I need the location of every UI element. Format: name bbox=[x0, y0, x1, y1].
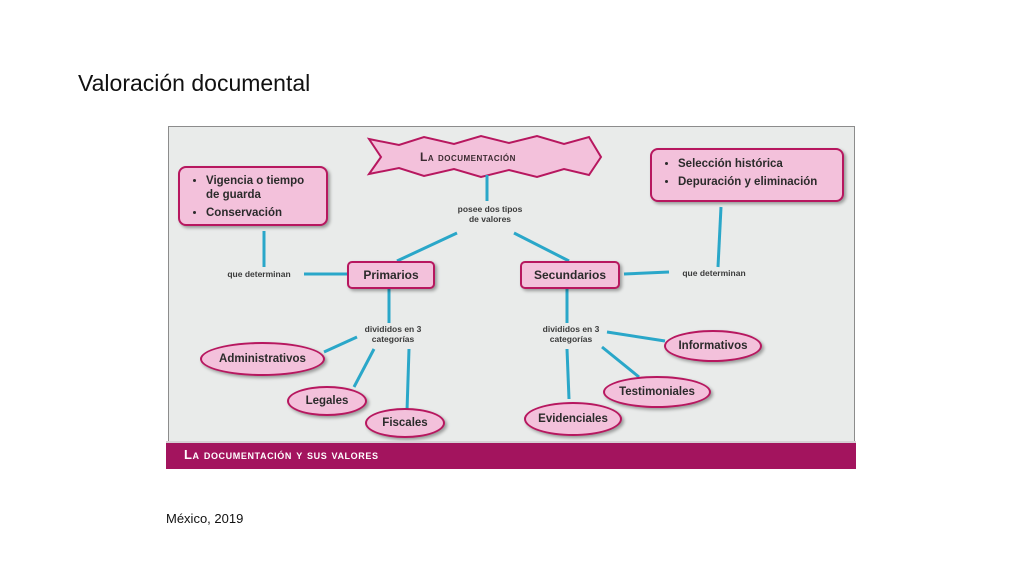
root-node-label: La documentación bbox=[420, 150, 516, 164]
secondary-values-node: Secundarios bbox=[520, 261, 620, 289]
category-fiscales: Fiscales bbox=[365, 408, 445, 438]
root-connector-label: posee dos tipos de valores bbox=[457, 204, 523, 224]
category-evidenciales: Evidenciales bbox=[524, 402, 622, 436]
primary-determines-item: Vigencia o tiempo de guarda bbox=[206, 174, 320, 202]
slide-title: Valoración documental bbox=[78, 70, 311, 96]
connector-lines bbox=[262, 134, 723, 412]
secondary-split-label: divididos en 3 categorías bbox=[542, 324, 600, 344]
figure-footer-bar bbox=[166, 441, 856, 469]
slide-caption: México, 2019 bbox=[166, 511, 244, 526]
primary-split-label: divididos en 3 categorías bbox=[364, 324, 422, 344]
secondary-connector-label: que determinan bbox=[682, 268, 746, 278]
category-administrativos: Administrativos bbox=[200, 342, 325, 376]
secondary-determines-item: Selección histórica bbox=[678, 157, 836, 171]
category-informativos: Informativos bbox=[664, 330, 762, 362]
secondary-determines-box: Selección histórica Depuración y elimina… bbox=[650, 148, 844, 202]
figure-footer-title: La documentación y sus valores bbox=[184, 447, 379, 462]
secondary-determines-item: Depuración y eliminación bbox=[678, 175, 836, 189]
primary-connector-label: que determinan bbox=[227, 269, 291, 279]
primary-values-node: Primarios bbox=[347, 261, 435, 289]
category-legales: Legales bbox=[287, 386, 367, 416]
root-banner-shape bbox=[366, 134, 603, 179]
category-testimoniales: Testimoniales bbox=[603, 376, 711, 408]
primary-determines-item: Conservación bbox=[206, 206, 320, 220]
primary-determines-box: Vigencia o tiempo de guarda Conservación bbox=[178, 166, 328, 226]
